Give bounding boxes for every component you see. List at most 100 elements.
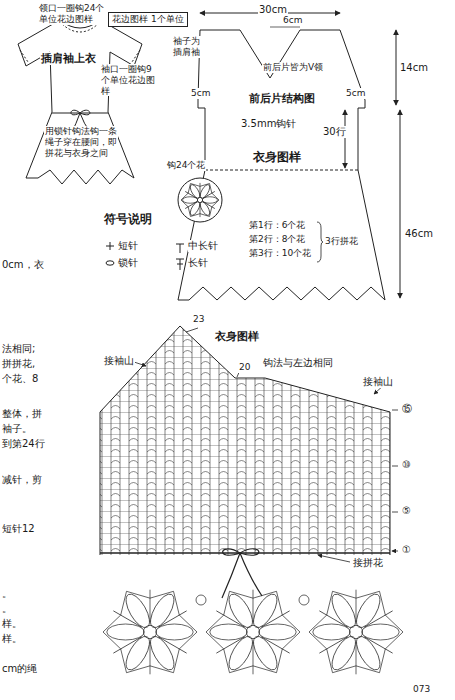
stitch — [364, 611, 392, 627]
label: 减针，剪 — [1, 474, 43, 486]
petal — [224, 591, 257, 632]
ring — [349, 625, 362, 638]
label: 0cm，衣 — [1, 259, 45, 271]
petal — [107, 624, 145, 640]
flower-motif — [181, 183, 219, 217]
stitch — [261, 637, 289, 653]
label: 法相同; — [1, 343, 36, 355]
box-text: 花边图样 1个单位 — [111, 14, 185, 25]
label: 短针12 — [1, 523, 36, 535]
label: 插肩袖上衣 — [40, 52, 97, 65]
label: ⑩ — [401, 459, 412, 471]
label: 3行拼花 — [324, 236, 359, 247]
label: 5cm — [345, 88, 366, 99]
legend-text: 中长针 — [188, 240, 218, 252]
label: 到第24行 — [1, 438, 46, 450]
stitch — [203, 191, 215, 198]
petal — [210, 624, 248, 640]
label: 14cm — [399, 62, 429, 74]
petal — [156, 624, 194, 640]
label: 073 — [412, 684, 431, 695]
pattern-unit-box: 花边图样 1个单位 — [108, 12, 188, 27]
label: 拼拼花, — [1, 358, 36, 370]
label: 。 — [1, 588, 13, 600]
label: ⑤ — [401, 505, 412, 517]
stitch — [356, 641, 357, 674]
flower-motif-row — [103, 590, 403, 675]
stitch — [150, 641, 151, 674]
label: 46cm — [404, 228, 434, 240]
label: 3.5mm钩针 — [240, 118, 297, 130]
petal — [146, 633, 179, 674]
stitch — [364, 637, 392, 653]
label: 个花、8 — [1, 373, 39, 385]
label: 衣身图样 — [214, 330, 260, 343]
ring — [197, 197, 202, 202]
flower — [181, 183, 219, 217]
stitch — [150, 590, 151, 623]
petal — [259, 624, 297, 640]
stitch — [113, 611, 141, 627]
stitch — [356, 590, 357, 623]
label: 样。 — [1, 618, 23, 630]
label: 衣身图样 — [252, 150, 302, 164]
legend-text: 锁针 — [118, 257, 138, 269]
ring — [143, 625, 156, 638]
join-ring — [299, 595, 309, 605]
petal — [352, 633, 385, 674]
structure-outline — [178, 13, 400, 300]
stitch — [253, 641, 254, 674]
outline — [181, 184, 219, 217]
flower — [103, 590, 197, 675]
label: 钩法与左边相同 — [262, 357, 334, 369]
stitch — [185, 191, 197, 198]
flower — [309, 590, 403, 675]
stitch — [319, 611, 347, 627]
label: 整体，拼 — [1, 408, 43, 420]
label: ① — [401, 544, 412, 556]
label: ⑮ — [401, 403, 413, 415]
petal — [327, 591, 360, 632]
label: 用锁针钩法钩一条绳子穿在腰间，即拼花与衣身之间 — [44, 126, 118, 158]
label: 符号说明 — [103, 212, 153, 226]
label: 23 — [192, 314, 205, 325]
petal — [249, 633, 282, 674]
label: 第1行：6个花 — [248, 220, 306, 231]
legend-text: 短针 — [118, 240, 138, 252]
label: 20 — [238, 362, 251, 373]
label: 6cm — [282, 15, 303, 26]
ring — [246, 625, 259, 638]
label: 样。 — [1, 633, 23, 645]
stitch — [261, 611, 289, 627]
body-chart — [100, 320, 398, 598]
stitch — [253, 590, 254, 623]
label: 5cm — [190, 88, 211, 99]
label: 前后片结构图 — [248, 92, 316, 105]
flower — [206, 590, 300, 675]
label: cm的绳 — [1, 663, 38, 675]
label: 接拼花 — [352, 557, 384, 569]
label: 袖子。 — [1, 423, 33, 435]
join-ring — [196, 595, 206, 605]
label: 。 — [1, 603, 13, 615]
stitch — [203, 202, 215, 209]
stitch — [216, 611, 244, 627]
label: 袖子为插肩袖 — [172, 36, 206, 58]
petal — [121, 591, 154, 632]
petal — [362, 624, 400, 640]
label: 前后片皆为V领 — [262, 62, 324, 73]
legend-text: 长针 — [188, 257, 208, 269]
label: 30行 — [322, 126, 347, 138]
label: 第3行：10个花 — [248, 248, 312, 259]
label: 第2行：8个花 — [248, 234, 306, 245]
label: 袖口一圈钩9个单位花边图样 — [100, 64, 156, 96]
stitch — [158, 611, 186, 627]
label: 领口一圈钩24个单位花边图样 — [38, 3, 112, 25]
stitch — [158, 637, 186, 653]
petal — [313, 624, 351, 640]
label: 接袖山 — [362, 376, 394, 388]
label: 钩24个花 — [166, 160, 206, 171]
dress-sketch — [18, 20, 142, 184]
